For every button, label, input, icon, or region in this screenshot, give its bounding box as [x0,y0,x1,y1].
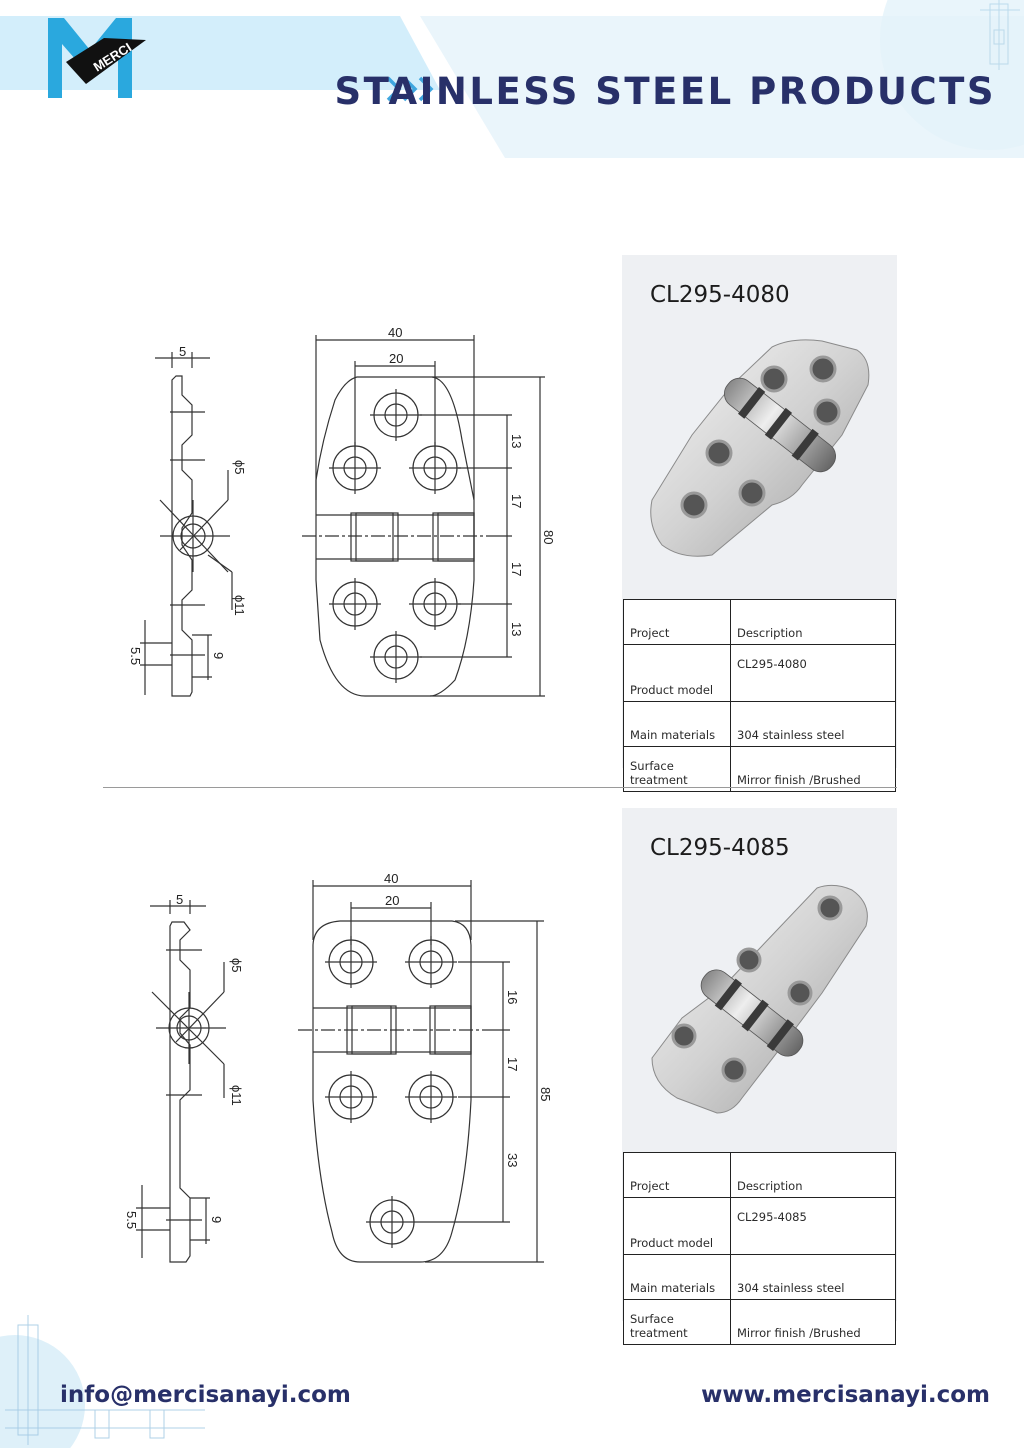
dim-spacing-2-1: 17 [509,494,524,508]
label-product-model: Product model [623,1197,731,1255]
page-title: STAINLESS STEEL PRODUCTS [334,70,996,113]
label-main-materials: Main materials [623,1254,731,1300]
dim-top-width-2: 40 [384,871,398,886]
dim-hole-large-2: ϕ11 [229,1085,244,1106]
dim-spacing-3-2: 33 [505,1153,520,1167]
technical-drawing-2: 5 ϕ5 ϕ11 5.5 9 40 20 16 17 33 85 [124,871,553,1263]
table-row: Project Description [623,1152,896,1198]
dim-top-width-1: 40 [388,325,402,340]
dim-side-thickness-2: 5 [176,892,183,907]
dim-top-inner-1: 20 [389,351,403,366]
dim-spacing-1-2: 16 [505,990,520,1004]
label-product-model: Product model [623,644,731,702]
table-header-project: Project [623,599,731,645]
section-divider [103,787,897,788]
value-product-model: CL295-4080 [730,644,896,702]
product-panel-1: CL295-4080 Project Description Product m… [622,255,897,792]
dim-top-inner-2: 20 [385,893,399,908]
product-panel-2: CL295-4085 Project Description Product m… [622,808,897,1345]
label-main-materials: Main materials [623,701,731,747]
value-surface-treatment: Mirror finish /Brushed [730,746,896,792]
dim-hole-small-2: ϕ5 [229,958,244,973]
table-row: Product model CL295-4080 [623,644,896,702]
dim-total-height-2: 85 [538,1087,553,1101]
corner-technical-sketch-bottom [0,1315,205,1448]
table-row: Product model CL295-4085 [623,1197,896,1255]
corner-technical-sketch-top [980,0,1020,70]
table-row: Main materials 304 stainless steel [623,701,896,747]
product-model-title-2: CL295-4085 [650,835,790,861]
dim-bottom-depth-1: 9 [211,652,226,659]
product-model-title-1: CL295-4080 [650,282,790,308]
label-surface-treatment: Surface treatment [623,1299,731,1345]
dim-spacing-1-1: 13 [509,434,524,448]
technical-drawing-1: 5 ϕ5 ϕ11 5.5 9 40 20 13 17 17 13 80 [128,325,556,697]
table-row: Project Description [623,599,896,645]
table-row: Main materials 304 stainless steel [623,1254,896,1300]
dim-spacing-3-1: 17 [509,562,524,576]
dim-total-height-1: 80 [541,530,556,544]
dim-hole-small-1: ϕ5 [232,460,247,475]
header-chevrons-icon [386,76,434,102]
spec-table-2: Project Description Product model CL295-… [623,1152,896,1345]
dim-bottom-depth-2: 9 [209,1216,224,1223]
value-main-materials: 304 stainless steel [730,1254,896,1300]
label-surface-treatment: Surface treatment [623,746,731,792]
table-header-description: Description [730,599,896,645]
footer-website-link[interactable]: www.mercisanayi.com [701,1382,990,1408]
table-header-project: Project [623,1152,731,1198]
table-row: Surface treatment Mirror finish /Brushed [623,746,896,792]
hinge-photo-1: CL295-4080 [650,282,870,557]
dim-spacing-2-2: 17 [505,1057,520,1071]
dim-spacing-4-1: 13 [509,622,524,636]
table-row: Surface treatment Mirror finish /Brushed [623,1299,896,1345]
value-main-materials: 304 stainless steel [730,701,896,747]
spec-table-1: Project Description Product model CL295-… [623,599,896,792]
footer-email-link[interactable]: info@mercisanayi.com [60,1382,351,1408]
dim-hole-large-1: ϕ11 [232,595,247,616]
value-product-model: CL295-4085 [730,1197,896,1255]
hinge-photo-2: CL295-4085 [650,835,868,1114]
value-surface-treatment: Mirror finish /Brushed [730,1299,896,1345]
merci-logo: MERCI [48,18,146,98]
table-header-description: Description [730,1152,896,1198]
dim-bottom-offset-1: 5.5 [128,647,143,665]
dim-side-thickness-1: 5 [179,344,186,359]
dim-bottom-offset-2: 5.5 [124,1211,139,1229]
